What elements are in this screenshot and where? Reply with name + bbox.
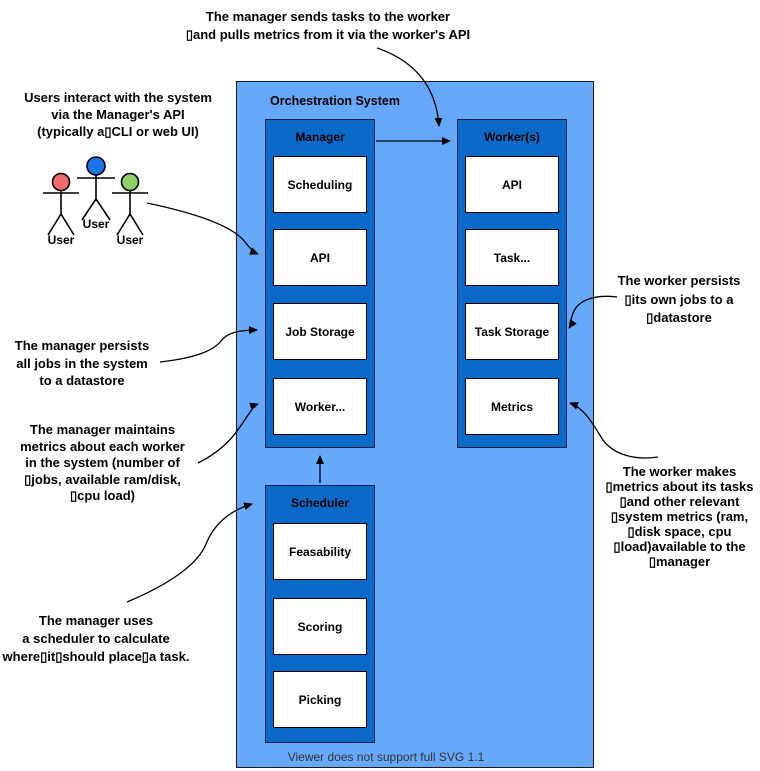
actor-user-2 (77, 156, 115, 221)
actor-user-1 (43, 172, 79, 236)
actor-user-1-label: User (47, 233, 75, 247)
group-scheduler: Scheduler Feasability Scoring Picking (265, 485, 375, 743)
actor-user-3 (112, 172, 148, 236)
actor-1-body (43, 190, 79, 236)
node-job-storage: Job Storage (273, 303, 367, 360)
actor-3-body (112, 190, 148, 236)
actor-user-2-label: User (82, 217, 110, 231)
actor-2-body (77, 175, 115, 221)
annotation-worker-persists: The worker persists ▯its own jobs to a ▯… (617, 273, 741, 325)
annotation-manager-maintains: The manager maintains metrics about each… (20, 422, 185, 503)
node-scoring: Scoring (273, 598, 367, 655)
node-metrics: Metrics (465, 378, 559, 435)
annotation-manager-uses: The manager uses a scheduler to calculat… (2, 613, 190, 664)
group-workers-label: Worker(s) (484, 130, 540, 144)
annotation-users-interact: Users interact with the system via the M… (24, 90, 212, 139)
node-task-storage: Task Storage (465, 303, 559, 360)
node-worker-api: API (465, 156, 559, 213)
node-worker-ellipsis: Worker... (273, 378, 367, 435)
container-title: Orchestration System (270, 94, 400, 108)
node-feasability: Feasability (273, 523, 367, 580)
node-manager-api: API (273, 229, 367, 286)
actor-1-head (51, 172, 71, 192)
node-picking: Picking (273, 671, 367, 728)
group-manager-label: Manager (295, 130, 345, 144)
annotation-worker-makes: The worker makes ▯metrics about its task… (605, 464, 754, 569)
annotation-manager-persists: The manager persists all jobs in the sys… (14, 338, 150, 388)
group-manager: Manager Scheduling API Job Storage Worke… (265, 119, 375, 448)
actor-user-3-label: User (116, 233, 144, 247)
node-task-ellipsis: Task... (465, 229, 559, 286)
annotation-send-tasks: The manager sends tasks to the worker ▯a… (185, 9, 471, 42)
actor-3-head (120, 172, 140, 192)
actor-2-head (86, 156, 106, 176)
group-scheduler-label: Scheduler (290, 496, 350, 510)
edge-uses-to-scheduler (126, 502, 253, 603)
viewer-support-note: Viewer does not support full SVG 1.1 (287, 750, 485, 764)
node-scheduling: Scheduling (273, 156, 367, 213)
group-workers: Worker(s) API Task... Task Storage Metri… (457, 119, 567, 448)
